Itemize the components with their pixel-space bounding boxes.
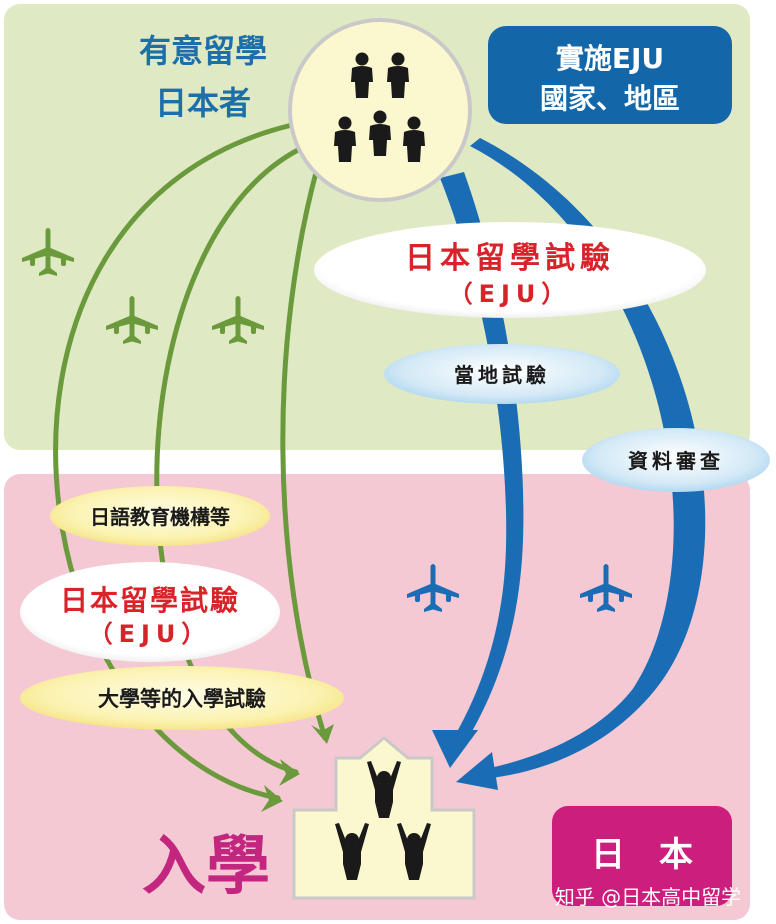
language-school-label: 日語教育機構等 (90, 505, 230, 529)
local-exam-oval (384, 344, 620, 404)
eju-top-title: 日本留學試驗 (405, 241, 615, 276)
route-green-1 (53, 122, 295, 801)
document-review-label: 資料審查 (628, 449, 724, 473)
document-review-oval (582, 428, 770, 492)
admission-label: 入學 (142, 830, 270, 904)
route-green-3 (280, 162, 328, 741)
eju-oval-bottom (20, 562, 280, 662)
origin-label-line1: 有意留學 (139, 32, 267, 70)
language-school-oval (50, 486, 270, 546)
arrowhead-blue-2 (456, 752, 498, 790)
local-exam-label: 當地試驗 (454, 363, 550, 387)
eju-bottom-abbr: （EJU） (89, 620, 212, 648)
school-building-icon (292, 736, 476, 900)
university-exam-label: 大學等的入學試驗 (98, 687, 266, 711)
watermark-text: 知乎 @日本高中留学 (555, 885, 741, 909)
eju-countries-line2: 國家、地區 (540, 82, 680, 115)
eju-countries-line1: 實施EJU (556, 42, 664, 75)
eju-oval-top (314, 222, 706, 318)
eju-countries-badge (488, 26, 732, 124)
eju-top-abbr: （EJU） (449, 280, 572, 308)
arrowhead-green-3 (311, 724, 334, 744)
eju-bottom-title: 日本留學試驗 (60, 584, 240, 617)
arrowhead-blue-1 (432, 730, 478, 768)
university-exam-oval (20, 666, 344, 730)
japan-badge-label: 日 本 (591, 835, 693, 875)
arrowhead-green-1 (261, 785, 283, 812)
japan-badge (552, 806, 732, 906)
route-blue-local-exam (440, 172, 524, 735)
origin-label-line2: 日本者 (155, 84, 251, 122)
prospective-students-circle (288, 18, 472, 202)
arrowhead-green-2 (279, 759, 300, 786)
